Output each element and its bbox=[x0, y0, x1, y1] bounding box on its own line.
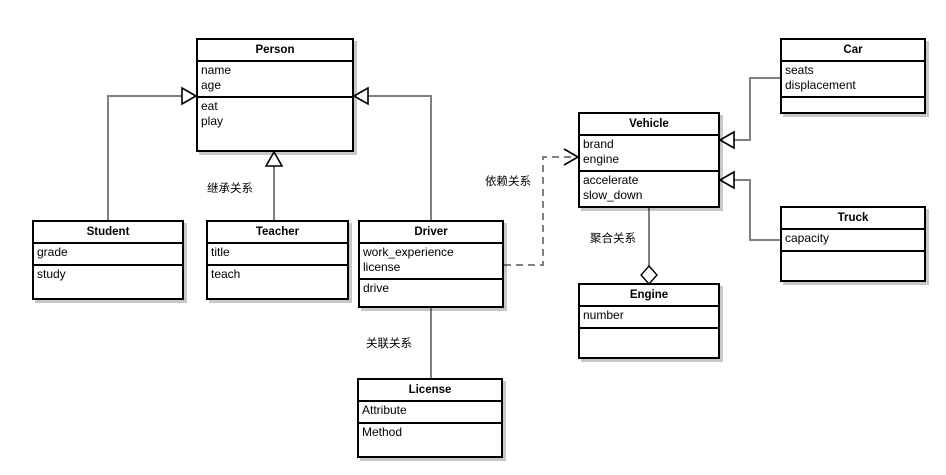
class-box-student[interactable]: Student grade study bbox=[32, 220, 184, 300]
edge-vehicle-engine-aggregation bbox=[640, 208, 658, 286]
class-title-teacher: Teacher bbox=[208, 222, 347, 244]
edge-driver-vehicle-dependency bbox=[504, 148, 580, 266]
edge-label-aggregation: 聚合关系 bbox=[590, 233, 636, 245]
class-title-truck: Truck bbox=[782, 208, 924, 230]
class-attributes-teacher: title bbox=[208, 244, 347, 266]
class-attributes-person: name age bbox=[198, 62, 352, 98]
class-title-person: Person bbox=[198, 40, 352, 62]
method-row: teach bbox=[211, 267, 241, 281]
attribute-row: capacity bbox=[785, 231, 830, 245]
edge-label-inheritance: 继承关系 bbox=[207, 183, 253, 195]
class-box-license[interactable]: License Attribute Method bbox=[357, 378, 503, 458]
class-methods-person: eat play bbox=[198, 98, 352, 131]
class-attributes-engine: number bbox=[580, 307, 718, 329]
edge-car-vehicle bbox=[718, 77, 780, 150]
attribute-row: brand bbox=[583, 137, 614, 151]
attribute-row: name bbox=[201, 63, 232, 77]
attribute-row: license bbox=[363, 260, 401, 274]
class-title-engine: Engine bbox=[580, 285, 718, 307]
attribute-row: displacement bbox=[785, 78, 856, 92]
class-attributes-vehicle: brand engine bbox=[580, 136, 718, 172]
attribute-row: number bbox=[583, 308, 624, 322]
attribute-row: engine bbox=[583, 152, 620, 166]
attribute-row: grade bbox=[37, 245, 68, 259]
class-attributes-driver: work_experience license bbox=[360, 244, 502, 280]
class-title-student: Student bbox=[34, 222, 182, 244]
class-title-driver: Driver bbox=[360, 222, 502, 244]
edge-teacher-person bbox=[264, 150, 284, 220]
attribute-row: title bbox=[211, 245, 230, 259]
class-methods-vehicle: accelerate slow_down bbox=[580, 172, 718, 205]
class-title-license: License bbox=[359, 380, 501, 402]
method-row: slow_down bbox=[583, 188, 643, 202]
method-row: drive bbox=[363, 281, 390, 295]
class-attributes-car: seats displacement bbox=[782, 62, 924, 98]
method-row: accelerate bbox=[583, 173, 639, 187]
edge-truck-vehicle bbox=[718, 170, 780, 241]
class-attributes-student: grade bbox=[34, 244, 182, 266]
attribute-row: seats bbox=[785, 63, 814, 77]
edge-label-dependency: 依赖关系 bbox=[485, 176, 531, 188]
class-methods-car bbox=[782, 98, 924, 101]
method-row: Method bbox=[362, 425, 403, 439]
class-methods-driver: drive bbox=[360, 280, 502, 298]
class-methods-engine bbox=[580, 329, 718, 332]
class-box-driver[interactable]: Driver work_experience license drive bbox=[358, 220, 504, 308]
class-box-truck[interactable]: Truck capacity bbox=[780, 206, 926, 282]
edge-driver-person bbox=[352, 86, 432, 220]
method-row: play bbox=[201, 114, 224, 128]
edge-label-association: 关联关系 bbox=[366, 338, 412, 350]
class-methods-teacher: teach bbox=[208, 266, 347, 284]
class-box-teacher[interactable]: Teacher title teach bbox=[206, 220, 349, 300]
class-box-engine[interactable]: Engine number bbox=[578, 283, 720, 359]
attribute-row: work_experience bbox=[363, 245, 454, 259]
class-methods-license: Method bbox=[359, 424, 501, 442]
class-box-vehicle[interactable]: Vehicle brand engine accelerate slow_dow… bbox=[578, 112, 720, 208]
attribute-row: Attribute bbox=[362, 403, 407, 417]
attribute-row: age bbox=[201, 78, 222, 92]
class-methods-truck bbox=[782, 252, 924, 255]
class-attributes-license: Attribute bbox=[359, 402, 501, 424]
class-box-person[interactable]: Person name age eat play bbox=[196, 38, 354, 152]
method-row: study bbox=[37, 267, 66, 281]
class-box-car[interactable]: Car seats displacement bbox=[780, 38, 926, 114]
class-title-vehicle: Vehicle bbox=[580, 114, 718, 136]
method-row: eat bbox=[201, 99, 218, 113]
class-methods-student: study bbox=[34, 266, 182, 284]
class-attributes-truck: capacity bbox=[782, 230, 924, 252]
class-title-car: Car bbox=[782, 40, 924, 62]
